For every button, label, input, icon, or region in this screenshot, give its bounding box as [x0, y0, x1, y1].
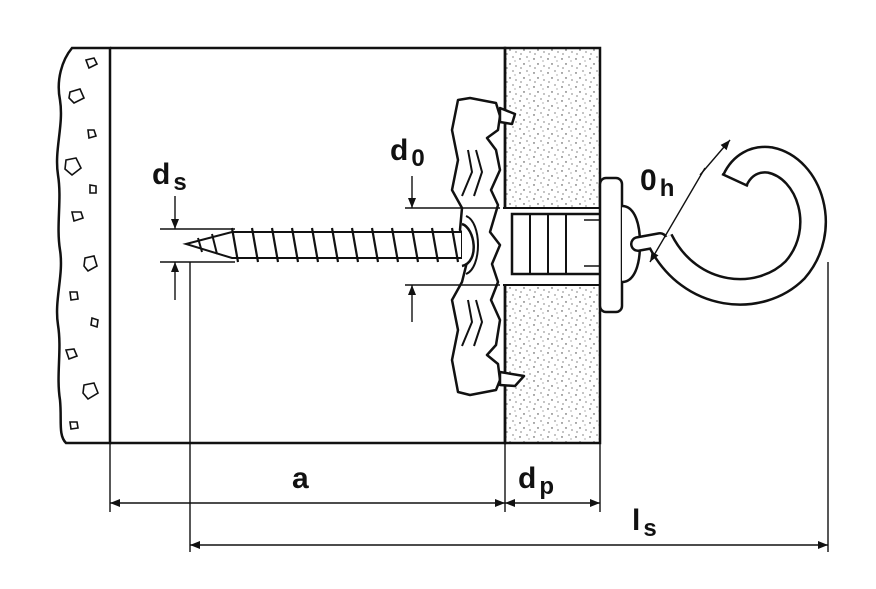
- label-a: a: [292, 462, 309, 495]
- dimension-oh-line-lower: [649, 167, 706, 263]
- hook: [630, 145, 827, 306]
- screw: [182, 222, 475, 268]
- base-material: [55, 46, 507, 445]
- dimension-lines: [109, 139, 829, 552]
- aggregate-stones: [64, 57, 99, 430]
- hook-sleeve: [510, 176, 642, 314]
- dimension-oh-line-upper: [699, 139, 731, 176]
